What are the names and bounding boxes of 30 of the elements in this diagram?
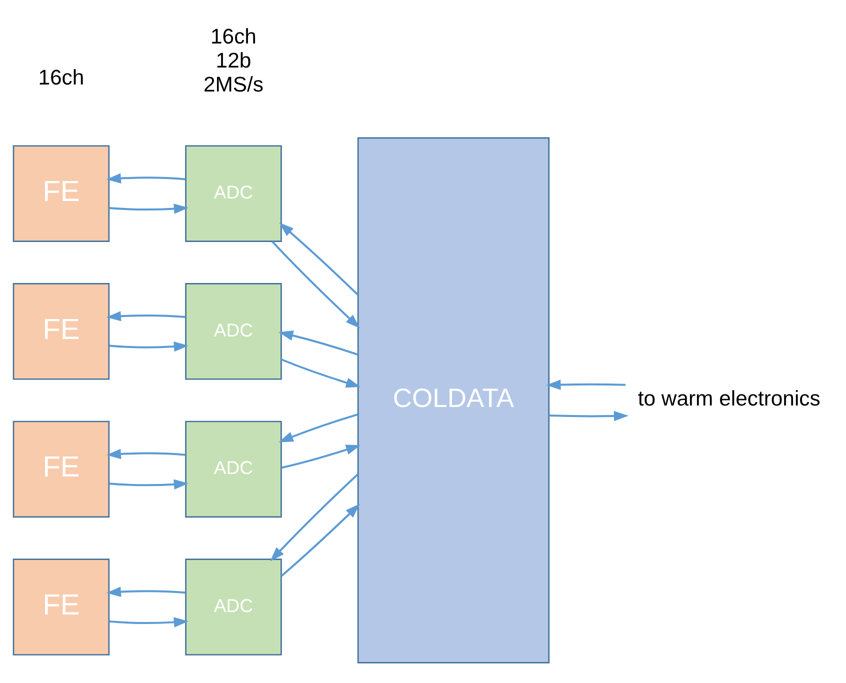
node-text: to warm electronics [638,386,820,410]
node-box: ADC [185,282,282,380]
arrow [281,358,361,388]
node-box: FE [12,420,110,518]
arrow [278,413,358,442]
arrow [106,448,186,459]
node-box: ADC [185,558,282,655]
node-box: ADC [185,144,282,242]
arrow [106,310,186,321]
label: 16ch 12b 2MS/s [203,25,264,96]
arrow [546,379,626,390]
arrow [271,240,360,328]
arrow [278,330,358,356]
arrow [106,586,186,596]
arrow [549,410,629,421]
node-box: FE [12,282,110,380]
arrow [109,616,189,627]
arrow [270,473,358,561]
arrow [279,222,358,295]
arrow [109,478,189,490]
node-box: FE [12,558,110,655]
label: 16ch [38,66,84,90]
node-box: ADC [185,420,282,518]
arrow [109,203,189,214]
arrow [109,341,189,352]
arrow [106,172,186,183]
arrow [280,503,360,576]
node-box: COLDATA [357,136,550,663]
arrow [281,444,361,468]
node-box: FE [12,144,110,242]
